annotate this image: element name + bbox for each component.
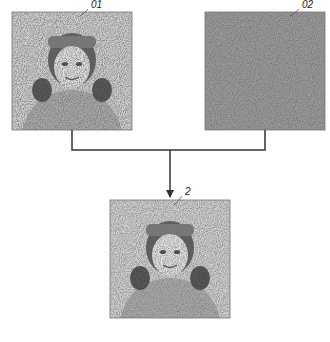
photo-input	[12, 12, 132, 130]
leader-lines	[80, 9, 299, 205]
noise-pattern	[205, 12, 325, 130]
photo-output	[110, 200, 230, 318]
callout-number: 02	[302, 0, 313, 10]
callout-number: 2	[185, 187, 191, 197]
merge-connector	[72, 130, 265, 197]
callout-number: 01	[91, 0, 102, 10]
